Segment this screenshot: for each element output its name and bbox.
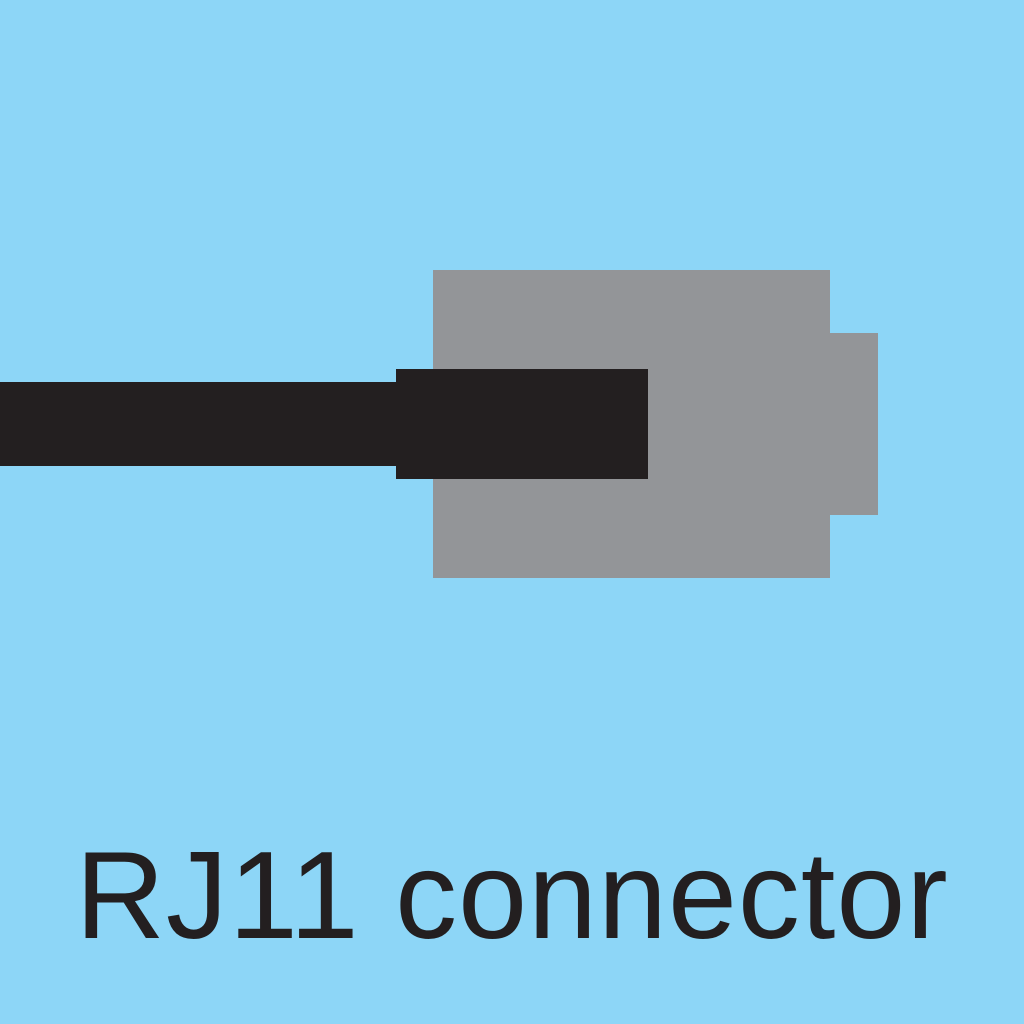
cable [0, 382, 400, 466]
caption: RJ11 connector [75, 827, 949, 965]
cable-boot [396, 369, 648, 479]
connector-tip [830, 333, 878, 515]
